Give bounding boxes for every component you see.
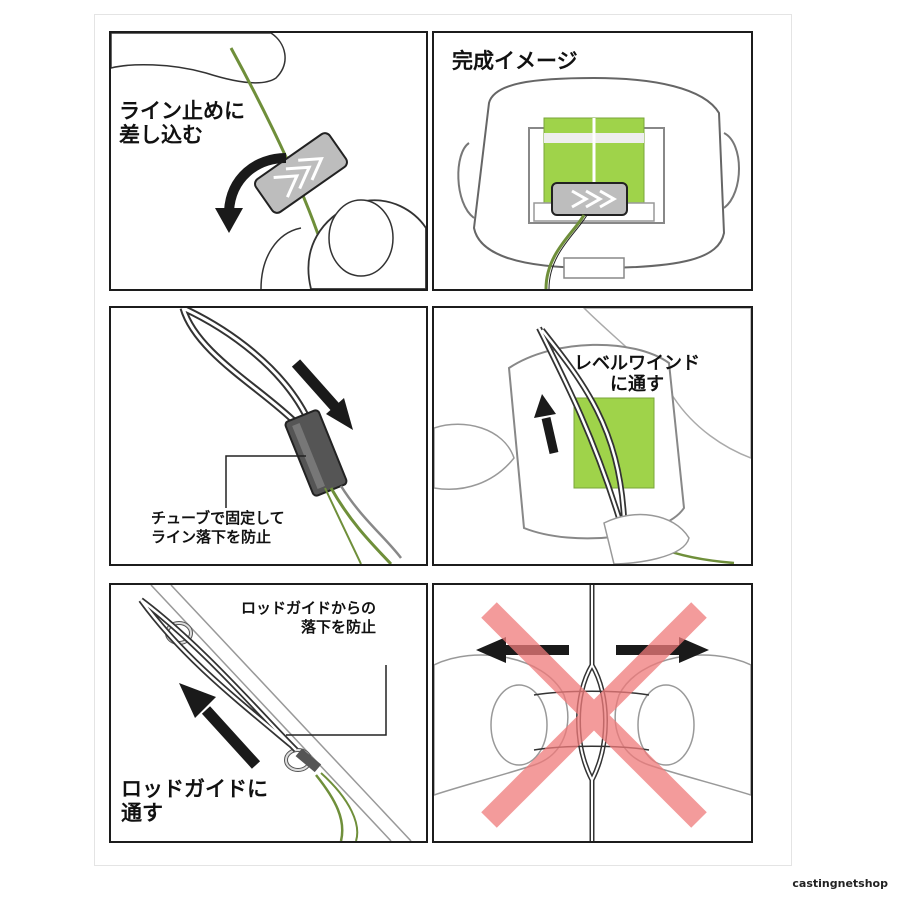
watermark: castingnetshop bbox=[792, 877, 888, 890]
panel-level-wind: レベルワインド に通す bbox=[432, 306, 753, 566]
tube-fix-illustration bbox=[179, 308, 402, 564]
line-stopper-icon bbox=[254, 132, 348, 214]
level-wind-illustration bbox=[434, 308, 751, 564]
finished-reel-illustration bbox=[457, 76, 740, 289]
straight-arrow-icon bbox=[291, 359, 353, 430]
instruction-sheet: ライン止めに 差し込む 完成イメージ bbox=[94, 14, 792, 866]
rod-guide-label: ロッドガイドに 通す bbox=[121, 777, 268, 826]
rod-guide-note: ロッドガイドからの 落下を防止 bbox=[241, 599, 377, 636]
level-wind-label: レベルワインド に通す bbox=[574, 353, 700, 395]
rod-guide-illustration bbox=[138, 585, 412, 841]
line-stopper-illustration bbox=[111, 33, 426, 289]
straight-arrow-icon bbox=[534, 394, 559, 455]
panel-finished-image: 完成イメージ bbox=[432, 31, 753, 291]
curved-arrow-icon bbox=[215, 153, 287, 233]
line-stopper-icon bbox=[551, 182, 628, 216]
tube-fix-label: チューブで固定して ライン落下を防止 bbox=[151, 509, 285, 546]
panel-rod-guide: ロッドガイドからの 落下を防止 ロッドガイドに 通す bbox=[109, 583, 428, 843]
prohibited-cross-icon bbox=[481, 602, 707, 828]
panel-tube-fix: チューブで固定して ライン落下を防止 bbox=[109, 306, 428, 566]
panel-prohibited bbox=[432, 583, 753, 843]
finished-image-title: 完成イメージ bbox=[452, 49, 578, 73]
straight-arrow-icon bbox=[179, 683, 261, 769]
line-stopper-label: ライン止めに 差し込む bbox=[119, 99, 245, 148]
panel-line-stopper: ライン止めに 差し込む bbox=[109, 31, 428, 291]
prohibited-illustration bbox=[434, 585, 751, 841]
